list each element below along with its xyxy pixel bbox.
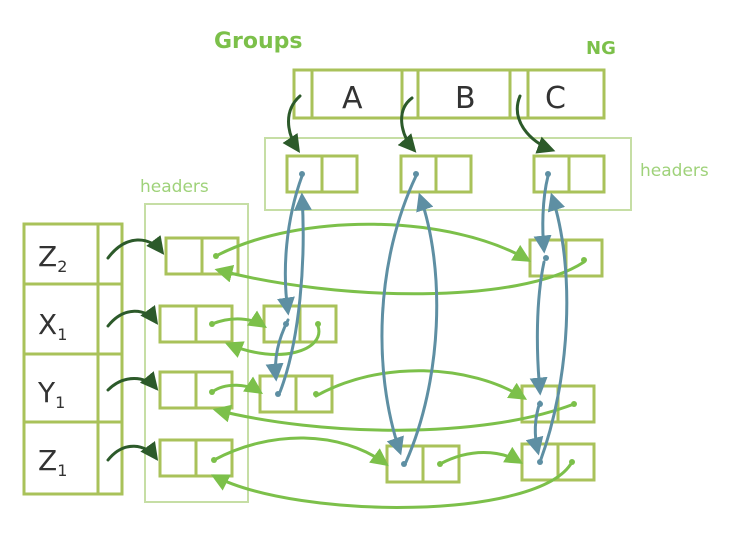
link-x1-right — [210, 310, 267, 328]
link-group-a-to-header — [282, 94, 302, 153]
dot-z1-c-right — [569, 459, 575, 465]
headers-left-container — [144, 203, 249, 503]
link-col-a-down — [277, 174, 304, 316]
group-cell-a: A — [342, 81, 363, 116]
groups-label: Groups — [214, 29, 303, 54]
link-y1-back — [212, 402, 576, 432]
row-label-z1: Z1 — [38, 444, 67, 480]
group-cell-b: B — [455, 81, 476, 116]
dot-z2-c-right — [581, 257, 587, 263]
dot-header-b — [413, 171, 419, 177]
row-header-node-z1 — [158, 438, 234, 478]
dot-z1-c — [537, 459, 543, 465]
link-row-x1-to-header — [106, 305, 159, 328]
dot-y1-header — [209, 389, 215, 395]
column-header-node-c — [532, 154, 606, 194]
row-header-node-x1 — [158, 304, 234, 344]
dot-y1-c — [537, 401, 543, 407]
dot-z2-header — [213, 253, 219, 259]
link-y1-mid — [314, 369, 528, 400]
node-y1-a — [258, 374, 334, 414]
link-x1-back — [224, 324, 321, 358]
headers-left-label: headers — [140, 177, 209, 197]
dot-y1-c-right — [571, 401, 577, 407]
dot-x1-header — [209, 321, 215, 327]
link-col-c-up — [538, 192, 569, 464]
dot-x1-a-right — [315, 321, 321, 327]
row-header-node-z2 — [164, 236, 240, 276]
link-col-b-down — [380, 174, 418, 456]
dot-y1-a — [275, 391, 281, 397]
link-z1-right — [212, 436, 389, 467]
link-col-b-up — [404, 192, 439, 464]
link-col-c-down — [533, 174, 552, 254]
link-z2-right — [214, 222, 532, 262]
dot-header-c — [545, 171, 551, 177]
group-cell-c: C — [545, 81, 566, 116]
link-y1-right — [210, 376, 263, 394]
link-z1-mid — [438, 446, 524, 466]
link-col-c-down-2 — [529, 260, 548, 396]
link-row-z2-to-header — [106, 235, 165, 260]
dot-z2-c — [543, 255, 549, 261]
row-label-x1: X1 — [38, 308, 67, 344]
link-row-z1-to-header — [106, 441, 159, 462]
dot-z1-b — [401, 461, 407, 467]
ng-label: NG — [586, 38, 616, 59]
node-z1-c — [520, 442, 596, 482]
row-label-y1: Y1 — [37, 376, 65, 412]
link-z1-back — [210, 460, 574, 509]
column-header-node-b — [399, 154, 473, 194]
row-label-z2: Z2 — [38, 240, 67, 276]
groups-bar: A B C — [292, 68, 606, 120]
dot-z1-header — [211, 457, 217, 463]
column-header-node-a — [285, 154, 359, 194]
headers-right-container — [264, 137, 632, 211]
dot-z1-b-right — [437, 461, 443, 467]
dot-y1-a-right — [313, 391, 319, 397]
row-header-node-y1 — [158, 370, 234, 410]
dot-x1-a — [283, 321, 289, 327]
link-col-a-up — [278, 192, 312, 394]
dot-header-a — [299, 171, 305, 177]
link-z2-back — [214, 260, 586, 296]
link-group-b-to-header — [397, 96, 417, 153]
row-labels-column: Z2 X1 Y1 Z1 — [22, 222, 124, 496]
headers-right-label: headers — [640, 161, 709, 181]
link-group-c-to-header — [515, 94, 556, 154]
link-row-y1-to-header — [106, 371, 159, 392]
node-z1-b — [385, 444, 461, 484]
